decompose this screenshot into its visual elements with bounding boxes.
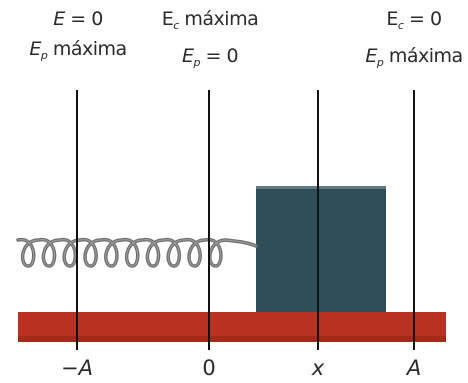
axis-label-zero: 0 [202,356,216,380]
potential-symbol: E [365,45,377,67]
mass-block-highlight [256,186,386,189]
potential-value: máxima [52,38,127,60]
energy-value: = 0 [70,8,103,30]
axis-label-neg-amplitude: −A [61,356,93,380]
potential-symbol: E [181,45,194,67]
potential-subscript: p [193,56,200,69]
spring [16,238,258,268]
spring-coil-highlight [17,239,257,267]
label-center: Ec máxima Ep = 0 [160,8,260,74]
kinetic-value: = 0 [409,8,442,30]
label-left: E = 0 Ep máxima [28,8,128,67]
kinetic-symbol: E [161,8,174,30]
mass-block [256,186,386,312]
axis-label-pos-amplitude: A [406,356,422,380]
kinetic-subscript: c [397,19,404,32]
potential-subscript: p [376,56,384,69]
kinetic-subscript: c [173,19,179,32]
kinetic-symbol: E [386,8,398,30]
axis-label-x: x [311,356,325,380]
energy-symbol: E [53,8,65,30]
potential-symbol: E [29,38,41,60]
floor-shadow [18,336,446,342]
kinetic-value: máxima [184,8,259,30]
potential-value: máxima [388,45,463,67]
label-right: Ec = 0 Ep máxima [362,8,466,74]
potential-subscript: p [40,49,48,62]
potential-value: = 0 [205,45,239,67]
